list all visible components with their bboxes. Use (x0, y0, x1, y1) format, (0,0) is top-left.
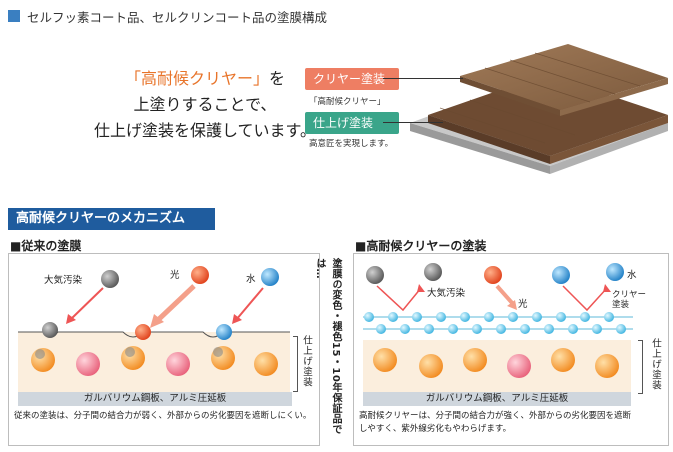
intro-line-3: 仕上げ塗装を保護しています。 (94, 121, 316, 140)
right-light-label: 光 (518, 299, 528, 310)
left-base-layer: ガルバリウム鋼板、アルミ圧延板 (18, 392, 292, 406)
board-illustration (410, 44, 668, 174)
left-water-label: 水 (246, 274, 256, 285)
intro-line-1-rest: を (269, 69, 286, 88)
intro-highlight: 「高耐候クリヤー」 (124, 69, 269, 88)
left-light-label: 光 (170, 270, 180, 281)
intro-text: 「高耐候クリヤー」を 上塗りすることで、 仕上げ塗装を保護しています。 (70, 66, 340, 144)
clear-leader-line (383, 78, 463, 79)
right-clear-label-1: クリヤー (612, 290, 647, 300)
clear-coating-tag: クリヤー塗装 (305, 68, 399, 90)
finish-coating-sub: 高意匠を実現します。 (309, 139, 394, 149)
finish-leader-line (383, 122, 443, 123)
right-diagram (363, 263, 633, 392)
intro-line-2: 上塗りすることで、 (133, 95, 277, 114)
clear-coating-sub: 「高耐候クリヤー」 (309, 97, 386, 107)
right-clear-label: クリヤー 塗装 (612, 290, 646, 310)
left-pollution-label: 大気汚染 (44, 275, 83, 286)
right-caption-1: 高耐候クリヤーは、分子間の結合力が強く、外部からの劣化要因を遮断 (359, 411, 632, 421)
right-clear-label-2: 塗装 (612, 300, 630, 310)
right-base-layer: ガルバリウム鋼板、アルミ圧延板 (363, 392, 631, 406)
page-title: セルフッ素コート品、セルクリンコート品の塗膜構成 (27, 10, 328, 25)
right-water-label: 水 (627, 270, 637, 281)
right-finish-bracket (638, 340, 643, 394)
right-caption: 高耐候クリヤーは、分子間の結合力が強く、外部からの劣化要因を遮断 しやすく、紫外… (359, 410, 664, 436)
right-finish-label: 仕上げ塗装 (650, 338, 661, 391)
header-square-icon (8, 10, 20, 22)
mechanism-section-title: 高耐候クリヤーのメカニズム (8, 208, 215, 230)
intro-line-1: 「高耐候クリヤー」を (70, 66, 340, 92)
left-caption: 従来の塗装は、分子間の結合力が弱く、外部からの劣化要因を遮断しにくい。 (14, 411, 312, 421)
left-diagram (18, 266, 290, 392)
middle-note: 塗膜の変色・褪色15・10年保証品では… (314, 258, 341, 435)
right-caption-2: しやすく、紫外線劣化もやわらげます。 (359, 424, 512, 434)
finish-coating-tag: 仕上げ塗装 (305, 112, 399, 134)
clear-molecules (364, 312, 626, 334)
left-finish-bracket (293, 336, 298, 392)
left-finish-label: 仕上げ塗装 (301, 335, 312, 388)
right-pollution-label: 大気汚染 (427, 288, 466, 299)
right-heading: ■高耐候クリヤーの塗装 (355, 239, 487, 253)
left-heading: ■従来の塗膜 (10, 239, 82, 253)
